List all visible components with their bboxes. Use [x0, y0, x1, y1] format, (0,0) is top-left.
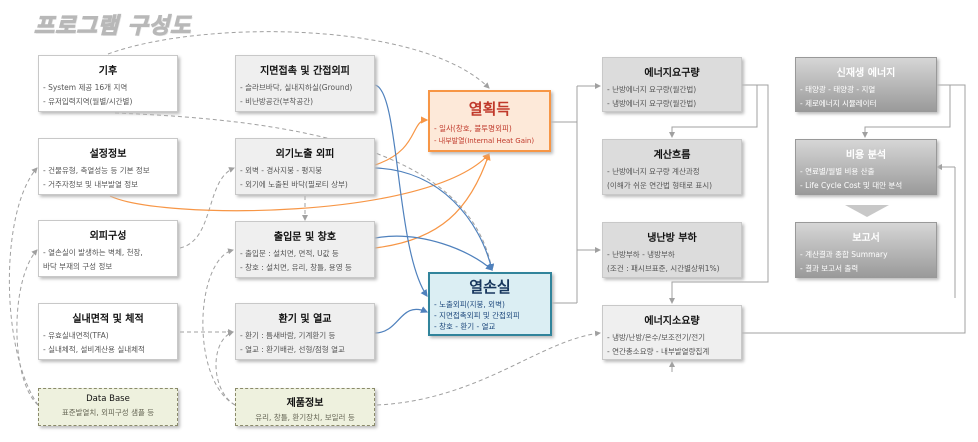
box-title: 기후 [98, 66, 118, 77]
box-title: 신재생 에너지 [836, 68, 896, 79]
box-title: 환기 및 열교 [278, 314, 332, 325]
box-line: - 창호 - 환기 - 열교 [434, 322, 496, 331]
box-heat-loss[interactable]: 열손실 - 노출외피(지붕, 외벽) - 지면접촉외피 및 간접외피 - 창호 … [428, 272, 552, 336]
box-line: - 거주자정보 및 내부발열 정보 [43, 180, 139, 189]
connector-doors-loss [374, 235, 493, 271]
box-envelope[interactable]: 외피구성 - 열손실이 발생하는 벽체, 천장, 바닥 부재의 구성 정보 [38, 220, 178, 277]
box-cost[interactable]: 비용 분석 - 연료별/월별 비용 산출 - Life Cycle Cost 및… [795, 139, 937, 195]
box-settings[interactable]: 설정정보 - 건물유형, 축열성능 등 기본 정보 - 거주자정보 및 내부발열… [38, 138, 178, 195]
box-line: - 유효실내면적(TFA) [43, 331, 109, 340]
box-title: 열손실 [469, 278, 511, 296]
box-line: - 유저입력지역(월별/시간별) [43, 97, 133, 106]
connector-prod-doors [202, 248, 236, 406]
box-line: - System 제공 16개 지역 [43, 83, 128, 92]
connector-prod-use [376, 330, 601, 406]
box-calc-flow[interactable]: 계산흐름 - 난방에너지 요구량 계산과정 (이해가 쉬운 연간법 형태로 표시… [602, 139, 742, 195]
box-line: - 내부발열(Internal Heat Gain) [434, 137, 535, 145]
box-line: - 난방부하 - 냉방부하 [607, 250, 675, 259]
box-line: - 난방에너지 요구량(월간법) [607, 85, 697, 94]
box-line: 바닥 부재의 구성 정보 [43, 262, 113, 271]
box-area[interactable]: 실내면적 및 체적 - 유효실내면적(TFA) - 실내체적, 설비계산용 실내… [38, 303, 178, 360]
box-line: - 환기 : 틈새바람, 기계환기 등 [240, 331, 336, 340]
box-line: 표준발열치, 외피구성 샘플 등 [61, 408, 155, 417]
box-line: - 열손실이 발생하는 벽체, 천장, [43, 248, 143, 257]
arrow-down-icon [845, 205, 889, 217]
connector-settings-gain [109, 153, 490, 212]
box-title: 외기노출 외피 [275, 149, 335, 160]
box-title: 실내면적 및 체적 [72, 314, 144, 325]
box-energy-demand[interactable]: 에너지요구량 - 난방에너지 요구량(월간법) - 냉방에너지 요구량(월간법) [602, 57, 742, 112]
connector-exposed-gain [374, 116, 429, 166]
box-title: 설정정보 [89, 149, 127, 160]
box-report[interactable]: 보고서 - 계산결과 종합 Summary - 결과 보고서 출력 [795, 222, 937, 278]
box-line: - 외벽 - 경사지붕 - 평지붕 [240, 166, 323, 175]
box-line: - 제로에너지 시뮬레이터 [800, 99, 877, 108]
page-title: 프로그램 구성도 [33, 14, 192, 40]
box-line: - Life Cycle Cost 및 대안 분석 [800, 181, 903, 190]
connector-vent-loss [374, 306, 429, 334]
box-title: 외피구성 [89, 231, 127, 242]
box-line: - 슬라브바닥, 실내지하실(Ground) [240, 83, 353, 92]
box-line: - 냉방/난방/온수/보조전기/전기 [607, 333, 705, 342]
box-title: 보고서 [852, 233, 880, 244]
box-energy-use[interactable]: 에너지소요량 - 냉방/난방/온수/보조전기/전기 - 연간총소요량 - 내부발… [602, 305, 742, 360]
connector-exposed-loss [374, 167, 495, 272]
box-line: - 노출외피(지붕, 외벽) [434, 300, 505, 309]
connector-prod-vent [215, 330, 236, 406]
box-line: 유리, 창틀, 환기장치, 보일러 등 [255, 413, 355, 422]
box-line: - 연료별/월별 비용 산출 [800, 167, 875, 176]
box-line: - 태양광 - 태양광 - 지열 [800, 85, 876, 94]
box-doors[interactable]: 출입문 및 창호 - 출입문 : 설치면, 면적, U값 등 - 창호 : 설치… [235, 221, 375, 278]
box-line: - 열교 : 환기배관, 선형/점형 열교 [240, 345, 345, 354]
box-title: 열획득 [468, 100, 511, 118]
box-title: 출입문 및 창호 [273, 232, 337, 243]
connector-db-env [16, 249, 39, 406]
box-ventilation[interactable]: 환기 및 열교 - 환기 : 틈새바람, 기계환기 등 - 열교 : 환기배관,… [235, 303, 375, 360]
box-title: 계산흐름 [653, 150, 691, 161]
connector-ground-loss [374, 84, 428, 297]
box-database[interactable]: Data Base 표준발열치, 외피구성 샘플 등 [38, 388, 178, 426]
box-title: 냉난방 부하 [647, 233, 697, 244]
connector-doors-gain [374, 152, 491, 249]
box-title: 제품정보 [286, 398, 324, 409]
box-line: - 실내체적, 설비계산용 실내체적 [43, 345, 145, 354]
box-line: - 난방에너지 요구량 계산과정 [607, 167, 700, 176]
box-line: - 연간총소요량 - 내부발열량집계 [607, 347, 710, 356]
box-line: - 외기에 노출된 바닥(필로티 상부) [240, 180, 348, 189]
box-line: (이해가 쉬운 연간법 형태로 표시) [607, 181, 713, 190]
box-renewable[interactable]: 신재생 에너지 - 태양광 - 태양광 - 지열 - 제로에너지 시뮬레이터 [795, 57, 937, 112]
box-ground[interactable]: 지면접촉 및 간접외피 - 슬라브바닥, 실내지하실(Ground) - 비난방… [235, 55, 375, 112]
connector-env-exposed [179, 167, 235, 249]
box-title: Data Base [86, 394, 130, 404]
box-title: 에너지소요량 [644, 316, 700, 327]
connector-db-settings [8, 167, 39, 406]
box-products[interactable]: 제품정보 유리, 창틀, 환기장치, 보일러 등 [235, 388, 375, 426]
box-line: - 지면접촉외피 및 간접외피 [434, 311, 520, 320]
box-exposed[interactable]: 외기노출 외피 - 외벽 - 경사지붕 - 평지붕 - 외기에 노출된 바닥(필… [235, 138, 375, 195]
box-line: - 건물유형, 축열성능 등 기본 정보 [43, 166, 150, 175]
box-line: - 비난방공간(부착공간) [240, 97, 314, 106]
box-title: 비용 분석 [845, 150, 887, 161]
box-load[interactable]: 냉난방 부하 - 난방부하 - 냉방부하 (조건 : 패시브표준, 시간별상위1… [602, 222, 742, 278]
box-line: - 출입문 : 설치면, 면적, U값 등 [240, 249, 339, 258]
box-line: - 창호 : 설치면, 유리, 창틀, 용영 등 [240, 263, 352, 272]
box-climate[interactable]: 기후 - System 제공 16개 지역 - 유저입력지역(월별/시간별) [38, 55, 178, 112]
box-title: 에너지요구량 [644, 68, 700, 79]
box-line: - 일사(창호, 불투명외피) [434, 124, 512, 133]
box-line: - 계산결과 종합 Summary [800, 250, 888, 259]
box-line: (조건 : 패시브표준, 시간별상위1%) [607, 264, 720, 273]
box-heat-gain[interactable]: 열획득 - 일사(창호, 불투명외피) - 내부발열(Internal Heat… [428, 90, 551, 152]
box-line: - 냉방에너지 요구량(월간법) [607, 99, 697, 108]
box-title: 지면접촉 및 간접외피 [260, 66, 350, 77]
connector-climate-gain [107, 31, 490, 89]
box-line: - 결과 보고서 출력 [800, 264, 859, 273]
